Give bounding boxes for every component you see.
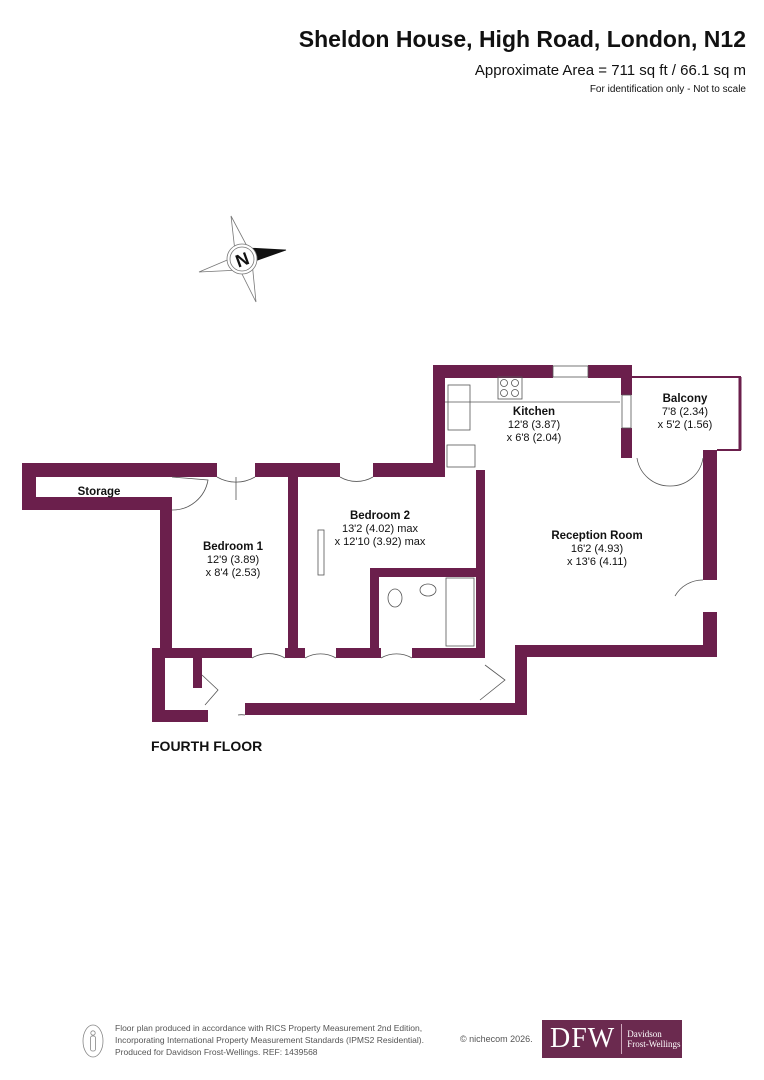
room-storage: Storage: [78, 486, 121, 499]
door-bedroom2-hall: [304, 653, 337, 659]
room-name: Bedroom 1: [202, 541, 264, 553]
door-bathroom: [380, 653, 413, 659]
room-name: Kitchen: [512, 406, 556, 418]
room-dimension: 16'2 (4.93): [570, 543, 624, 555]
balcony-outline: [632, 376, 742, 451]
bath-icon: [445, 577, 475, 647]
room-dimension: 13'2 (4.02) max: [341, 523, 419, 535]
scale-disclaimer: For identification only - Not to scale: [589, 84, 746, 95]
footer-line: Produced for Davidson Frost-Wellings. RE…: [115, 1047, 318, 1057]
footer-line: Floor plan produced in accordance with R…: [115, 1023, 423, 1033]
room-name: Bedroom 2: [349, 510, 411, 522]
floor-label: FOURTH FLOOR: [151, 738, 263, 754]
fixtures: [171, 365, 704, 716]
room-dimension: x 6'8 (2.04): [506, 432, 562, 444]
room-dimension: x 13'6 (4.11): [567, 556, 627, 568]
sink-icon: [447, 384, 471, 431]
door-bedroom1-hall: [251, 653, 286, 659]
room-dimension: x 5'2 (1.56): [657, 419, 713, 431]
person-scale-icon: [82, 1024, 104, 1058]
wardrobe-icon: [317, 529, 325, 576]
room-dimension: x 12'10 (3.92) max: [334, 536, 426, 548]
approximate-area: Approximate Area = 711 sq ft / 66.1 sq m: [474, 62, 746, 79]
room-name: Reception Room: [551, 530, 643, 542]
svg-text:N: N: [233, 248, 252, 271]
toilet-icon: [387, 588, 403, 608]
door-entrance: [479, 664, 506, 701]
door-bedroom1: [216, 476, 256, 500]
door-bedroom2: [339, 476, 374, 482]
footer-notes: Floor plan produced in accordance with R…: [115, 1022, 424, 1058]
door-reception: [674, 579, 704, 597]
room-dimension: 12'9 (3.89): [206, 554, 260, 566]
door-storage: [171, 476, 209, 511]
door-balcony: [636, 457, 704, 487]
basin-icon: [419, 583, 437, 597]
hob-icon: [497, 376, 523, 400]
copyright: © nichecom 2026.: [460, 1034, 533, 1044]
room-dimension: 12'8 (3.87): [507, 419, 561, 431]
property-title: Sheldon House, High Road, London, N12: [298, 26, 746, 52]
logo-mark: DFW: [542, 1024, 623, 1054]
door-cupboard: [201, 674, 219, 706]
room-dimension: 7'8 (2.34): [661, 406, 709, 418]
footer-line: Incorporating International Property Mea…: [115, 1035, 424, 1045]
north-arrow-icon: N: [198, 215, 287, 303]
room-name: Balcony: [662, 393, 708, 405]
room-name: Storage: [77, 486, 121, 498]
room-dimension: x 8'4 (2.53): [205, 567, 261, 579]
walls: [22, 365, 717, 722]
